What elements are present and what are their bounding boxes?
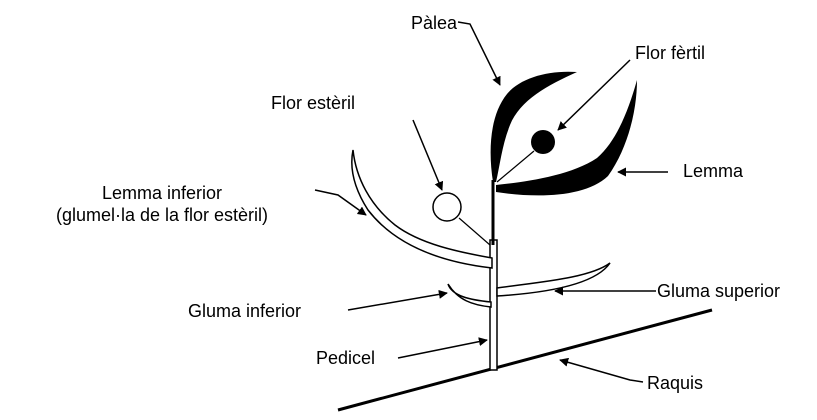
lower-glume-label: Gluma inferior xyxy=(188,300,301,322)
lemma-label: Lemma xyxy=(683,160,743,182)
palea-shape xyxy=(491,72,577,182)
sterile-flower-circle xyxy=(433,193,461,221)
upper-glume-label: Gluma superior xyxy=(657,280,780,302)
sterile-flower-connector xyxy=(459,218,490,245)
fertile-flower-connector xyxy=(497,151,534,182)
fertile-flower-arrow xyxy=(558,60,630,130)
pedicel-label: Pedicel xyxy=(316,347,375,369)
pedicel-arrow xyxy=(398,340,487,358)
lower-glume-arrow xyxy=(348,293,447,310)
fertile-flower-circle xyxy=(531,130,555,154)
lower-lemma-label-line2: (glumel·la de la flor estèril) xyxy=(8,204,316,226)
palea-label: Pàlea xyxy=(411,12,457,34)
lower-lemma-label: Lemma inferior (glumel·la de la flor est… xyxy=(8,182,316,226)
fertile-flower-label: Flor fèrtil xyxy=(635,42,705,64)
rachis-arrow xyxy=(560,360,643,382)
rachis-label: Raquis xyxy=(647,372,703,394)
palea-arrow xyxy=(458,22,500,85)
sterile-flower-label: Flor estèril xyxy=(271,92,355,114)
lower-lemma-shape xyxy=(352,150,492,268)
sterile-flower-arrow xyxy=(413,120,442,190)
lower-lemma-label-line1: Lemma inferior xyxy=(8,182,316,204)
rachis-line xyxy=(338,310,712,410)
lower-glume-shape xyxy=(448,284,491,307)
